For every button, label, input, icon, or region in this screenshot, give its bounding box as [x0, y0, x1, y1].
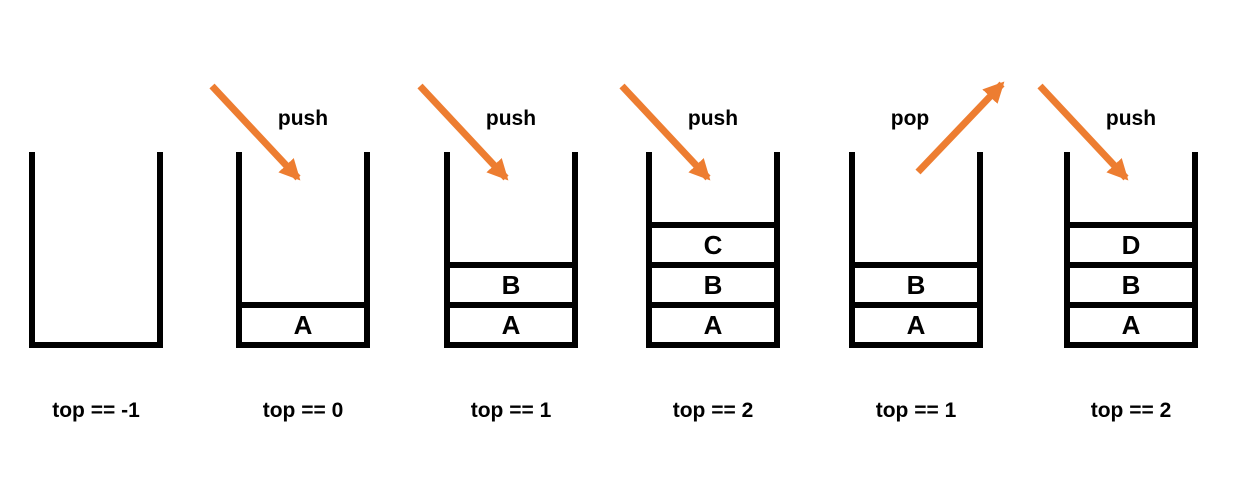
stack-cell: B: [1070, 262, 1192, 302]
stack-cell: B: [855, 262, 977, 302]
top-index-label: top == -1: [52, 399, 140, 422]
stack-cell: A: [450, 302, 572, 342]
stack-cell: A: [855, 302, 977, 342]
stack-cell: A: [242, 302, 364, 342]
top-index-label: top == 0: [262, 399, 344, 422]
top-index-label: top == 1: [875, 399, 957, 422]
operation-label: pop: [890, 107, 930, 130]
stack-container: A: [236, 152, 370, 348]
push-arrow-icon: [1037, 83, 1129, 181]
push-arrow-icon: [209, 83, 301, 181]
stack-cell: A: [652, 302, 774, 342]
pop-arrow-icon: [915, 81, 1005, 175]
stack-cell: C: [652, 222, 774, 262]
operation-label: push: [485, 107, 537, 130]
stack-cell: B: [652, 262, 774, 302]
stack-cell: A: [1070, 302, 1192, 342]
operation-label: push: [1105, 107, 1157, 130]
operation-label: push: [687, 107, 739, 130]
operation-label: push: [277, 107, 329, 130]
push-arrow-icon: [619, 83, 711, 181]
stack-container: [29, 152, 163, 348]
top-index-label: top == 2: [672, 399, 754, 422]
stack-cells: A: [242, 302, 364, 342]
top-index-label: top == 2: [1090, 399, 1172, 422]
top-index-label: top == 1: [470, 399, 552, 422]
stack-cell: B: [450, 262, 572, 302]
push-arrow-icon: [417, 83, 509, 181]
stack-cell: D: [1070, 222, 1192, 262]
